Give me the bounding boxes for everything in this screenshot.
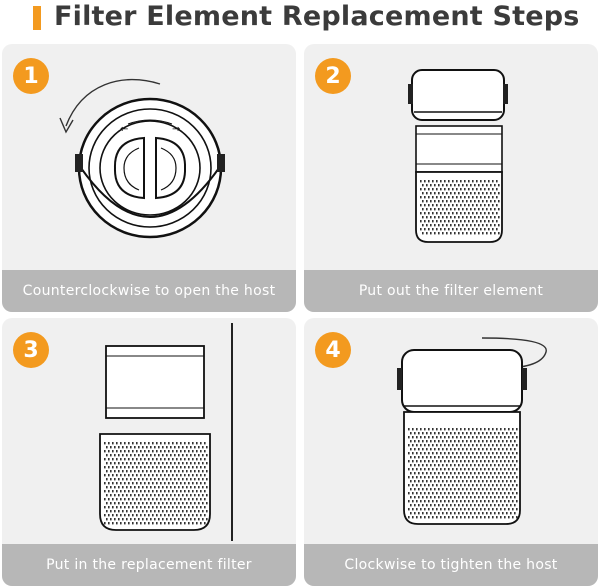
page-title: Filter Element Replacement Steps: [54, 1, 580, 32]
step-1-illustration: ← →: [59, 78, 225, 239]
step-4-illustration: [397, 337, 547, 525]
svg-text:←: ←: [120, 124, 128, 135]
counterclockwise-arrow-icon: [59, 78, 161, 134]
header: Filter Element Replacement Steps: [0, 0, 600, 38]
step-3-illustration: [99, 345, 211, 531]
step-caption: Counterclockwise to open the host: [2, 270, 296, 312]
title-accent-bar: [33, 6, 41, 30]
step-number-badge: 2: [315, 58, 351, 94]
assembled-host: [397, 349, 527, 525]
vertical-divider: [231, 323, 233, 541]
filter-element: [105, 345, 205, 419]
filter-element: [415, 125, 503, 173]
step-caption: Put out the filter element: [304, 270, 598, 312]
host-base: [415, 171, 503, 243]
step-caption: Clockwise to tighten the host: [304, 544, 598, 586]
step-number-badge: 4: [315, 332, 351, 368]
step-card-4: 4 Clockwise to tighten the host: [304, 318, 598, 586]
host-base: [99, 433, 211, 531]
filter-lid-top-view: ← →: [75, 97, 225, 239]
step-number-badge: 3: [13, 332, 49, 368]
step-caption: Put in the replacement filter: [2, 544, 296, 586]
step-card-3: 3 Put in the replacement filter: [2, 318, 296, 586]
svg-text:→: →: [172, 124, 180, 135]
step-number-badge: 1: [13, 58, 49, 94]
step-card-1: 1 ← → Counterclockwise to open the host: [2, 44, 296, 312]
step-card-2: 2 Put out the filter element: [304, 44, 598, 312]
host-lid: [408, 69, 508, 121]
step-2-illustration: [408, 69, 508, 243]
